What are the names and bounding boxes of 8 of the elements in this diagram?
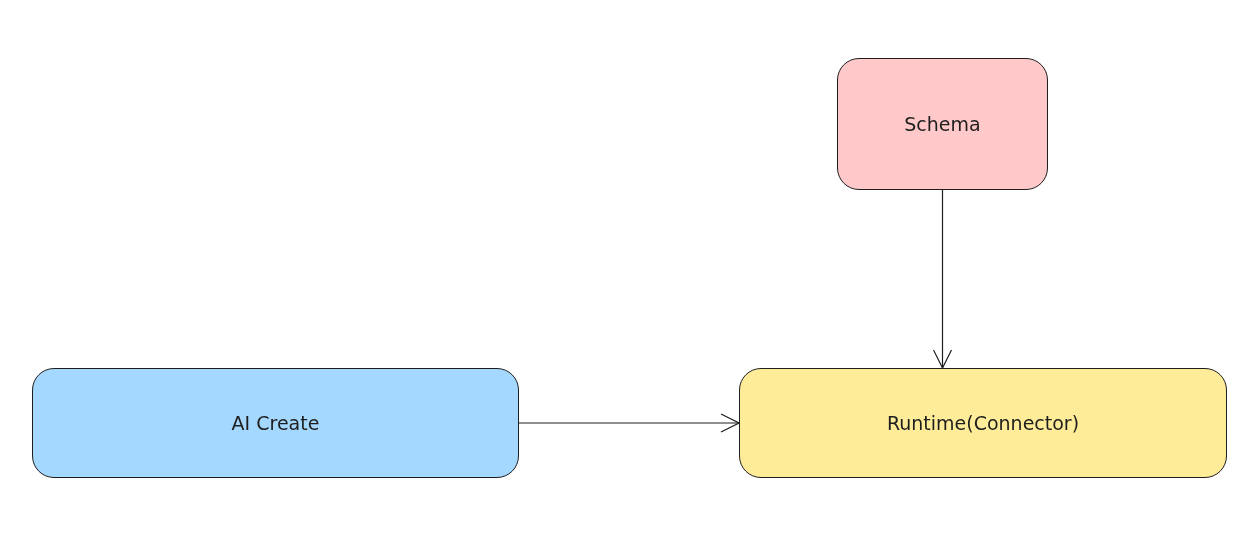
box-label: AI Create: [231, 412, 320, 434]
box-label: Schema: [904, 113, 981, 135]
process-box: [837, 58, 1048, 190]
process-box: [32, 368, 519, 478]
box-label: Runtime(Connector): [886, 412, 1080, 434]
arrow: [932, 189, 953, 369]
arrow: [518, 413, 740, 433]
process-box: [739, 368, 1227, 478]
